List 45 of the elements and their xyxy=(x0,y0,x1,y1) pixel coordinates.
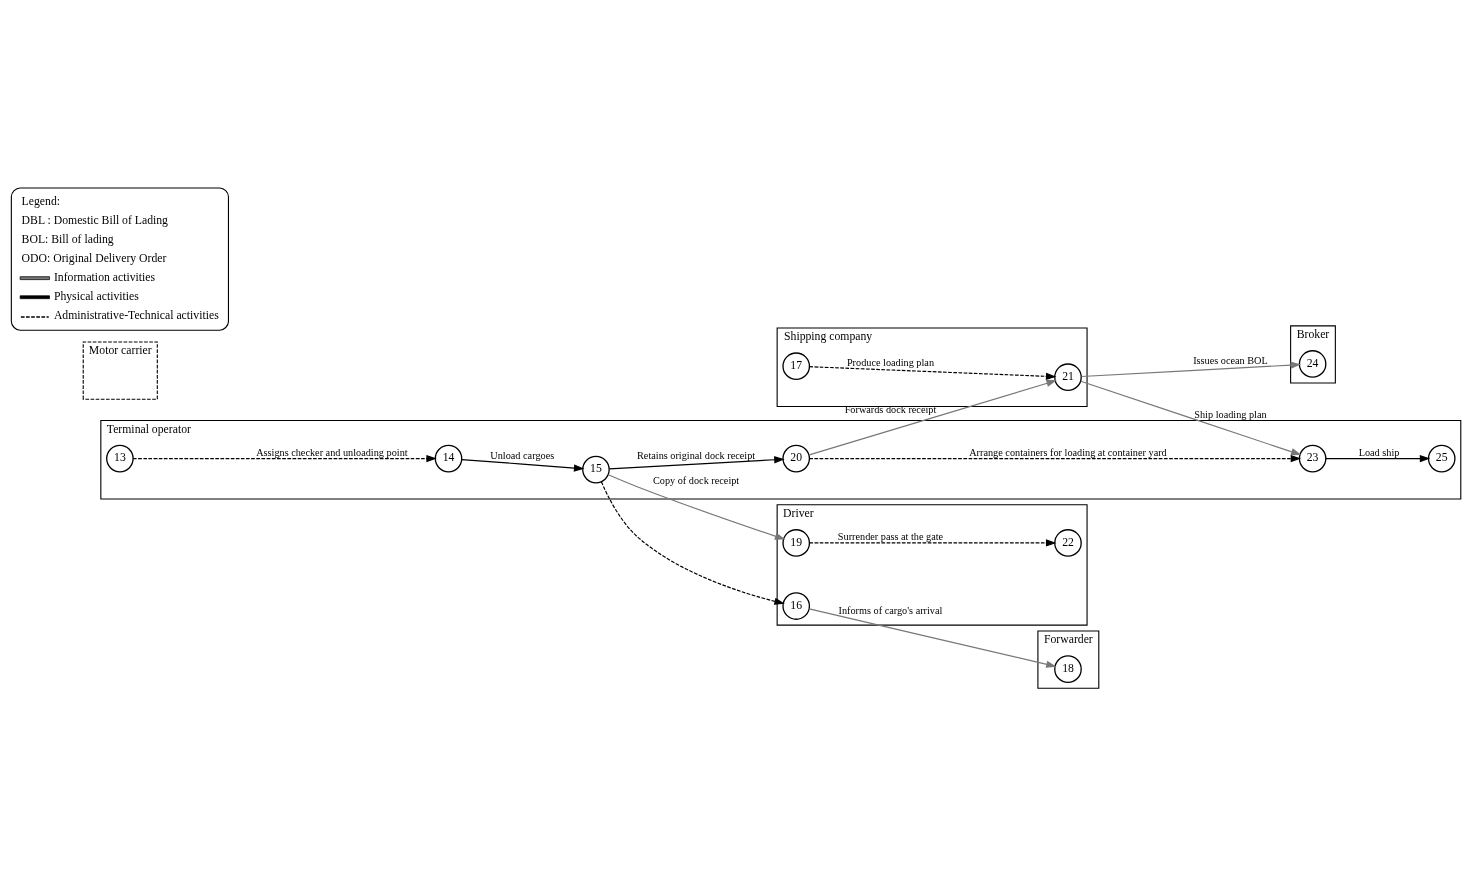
edge-label: Unload cargoes xyxy=(490,450,555,462)
node-circle: 16 xyxy=(782,592,811,620)
node-circle: 23 xyxy=(1298,444,1327,473)
node-circle: 15 xyxy=(582,455,610,484)
legend-label: Physical activities xyxy=(53,290,139,304)
legend-label: Information activities xyxy=(53,270,156,284)
arrow xyxy=(132,454,437,463)
edge-label: Load ship xyxy=(1358,446,1400,458)
label: Legend: xyxy=(21,194,61,208)
arrow xyxy=(461,458,585,472)
edge-label: Copy of dock receipt xyxy=(652,475,740,487)
arrow xyxy=(600,481,785,605)
arrow xyxy=(1080,380,1302,456)
node-circle: 24 xyxy=(1298,350,1327,378)
edge-label: Produce loading plan xyxy=(846,356,935,368)
edge-label: Ship loading plan xyxy=(1194,408,1267,420)
label: DBL : Domestic Bill of Lading xyxy=(21,213,168,227)
arrow xyxy=(809,366,1057,380)
arrow xyxy=(607,474,786,540)
label: ODO: Original Delivery Order xyxy=(21,251,167,265)
node-box: Motor carrier xyxy=(82,341,158,400)
node-circle: 13 xyxy=(106,444,134,473)
node-circle: 25 xyxy=(1427,444,1456,473)
edge-label: Arrange containers for loading at container yard xyxy=(969,446,1167,458)
arrow xyxy=(1080,361,1302,378)
node-circle: 18 xyxy=(1054,655,1082,683)
arrow xyxy=(808,454,1302,463)
node-circle: 21 xyxy=(1054,363,1082,392)
edge-label: Assigns checker and unloading point xyxy=(256,446,408,458)
edge-label: Issues ocean BOL xyxy=(1193,355,1268,367)
node-circle: 19 xyxy=(782,529,811,557)
edge-label: Surrender pass at the gate xyxy=(837,531,944,543)
node-circle: 17 xyxy=(782,352,811,381)
edge-label: Retains original dock receipt xyxy=(637,449,756,461)
arrow xyxy=(608,456,785,470)
node-circle: 14 xyxy=(434,444,463,473)
legend-label: Administrative-Technical activities xyxy=(53,309,219,323)
node-circle: 20 xyxy=(782,444,811,473)
label: BOL: Bill of lading xyxy=(21,232,114,246)
arrow xyxy=(809,539,1057,547)
edge-label: Informs of cargo's arrival xyxy=(838,604,943,616)
node-circle: 22 xyxy=(1054,529,1082,557)
arrow xyxy=(808,379,1057,456)
arrow xyxy=(808,608,1057,668)
arrow xyxy=(1325,454,1431,463)
